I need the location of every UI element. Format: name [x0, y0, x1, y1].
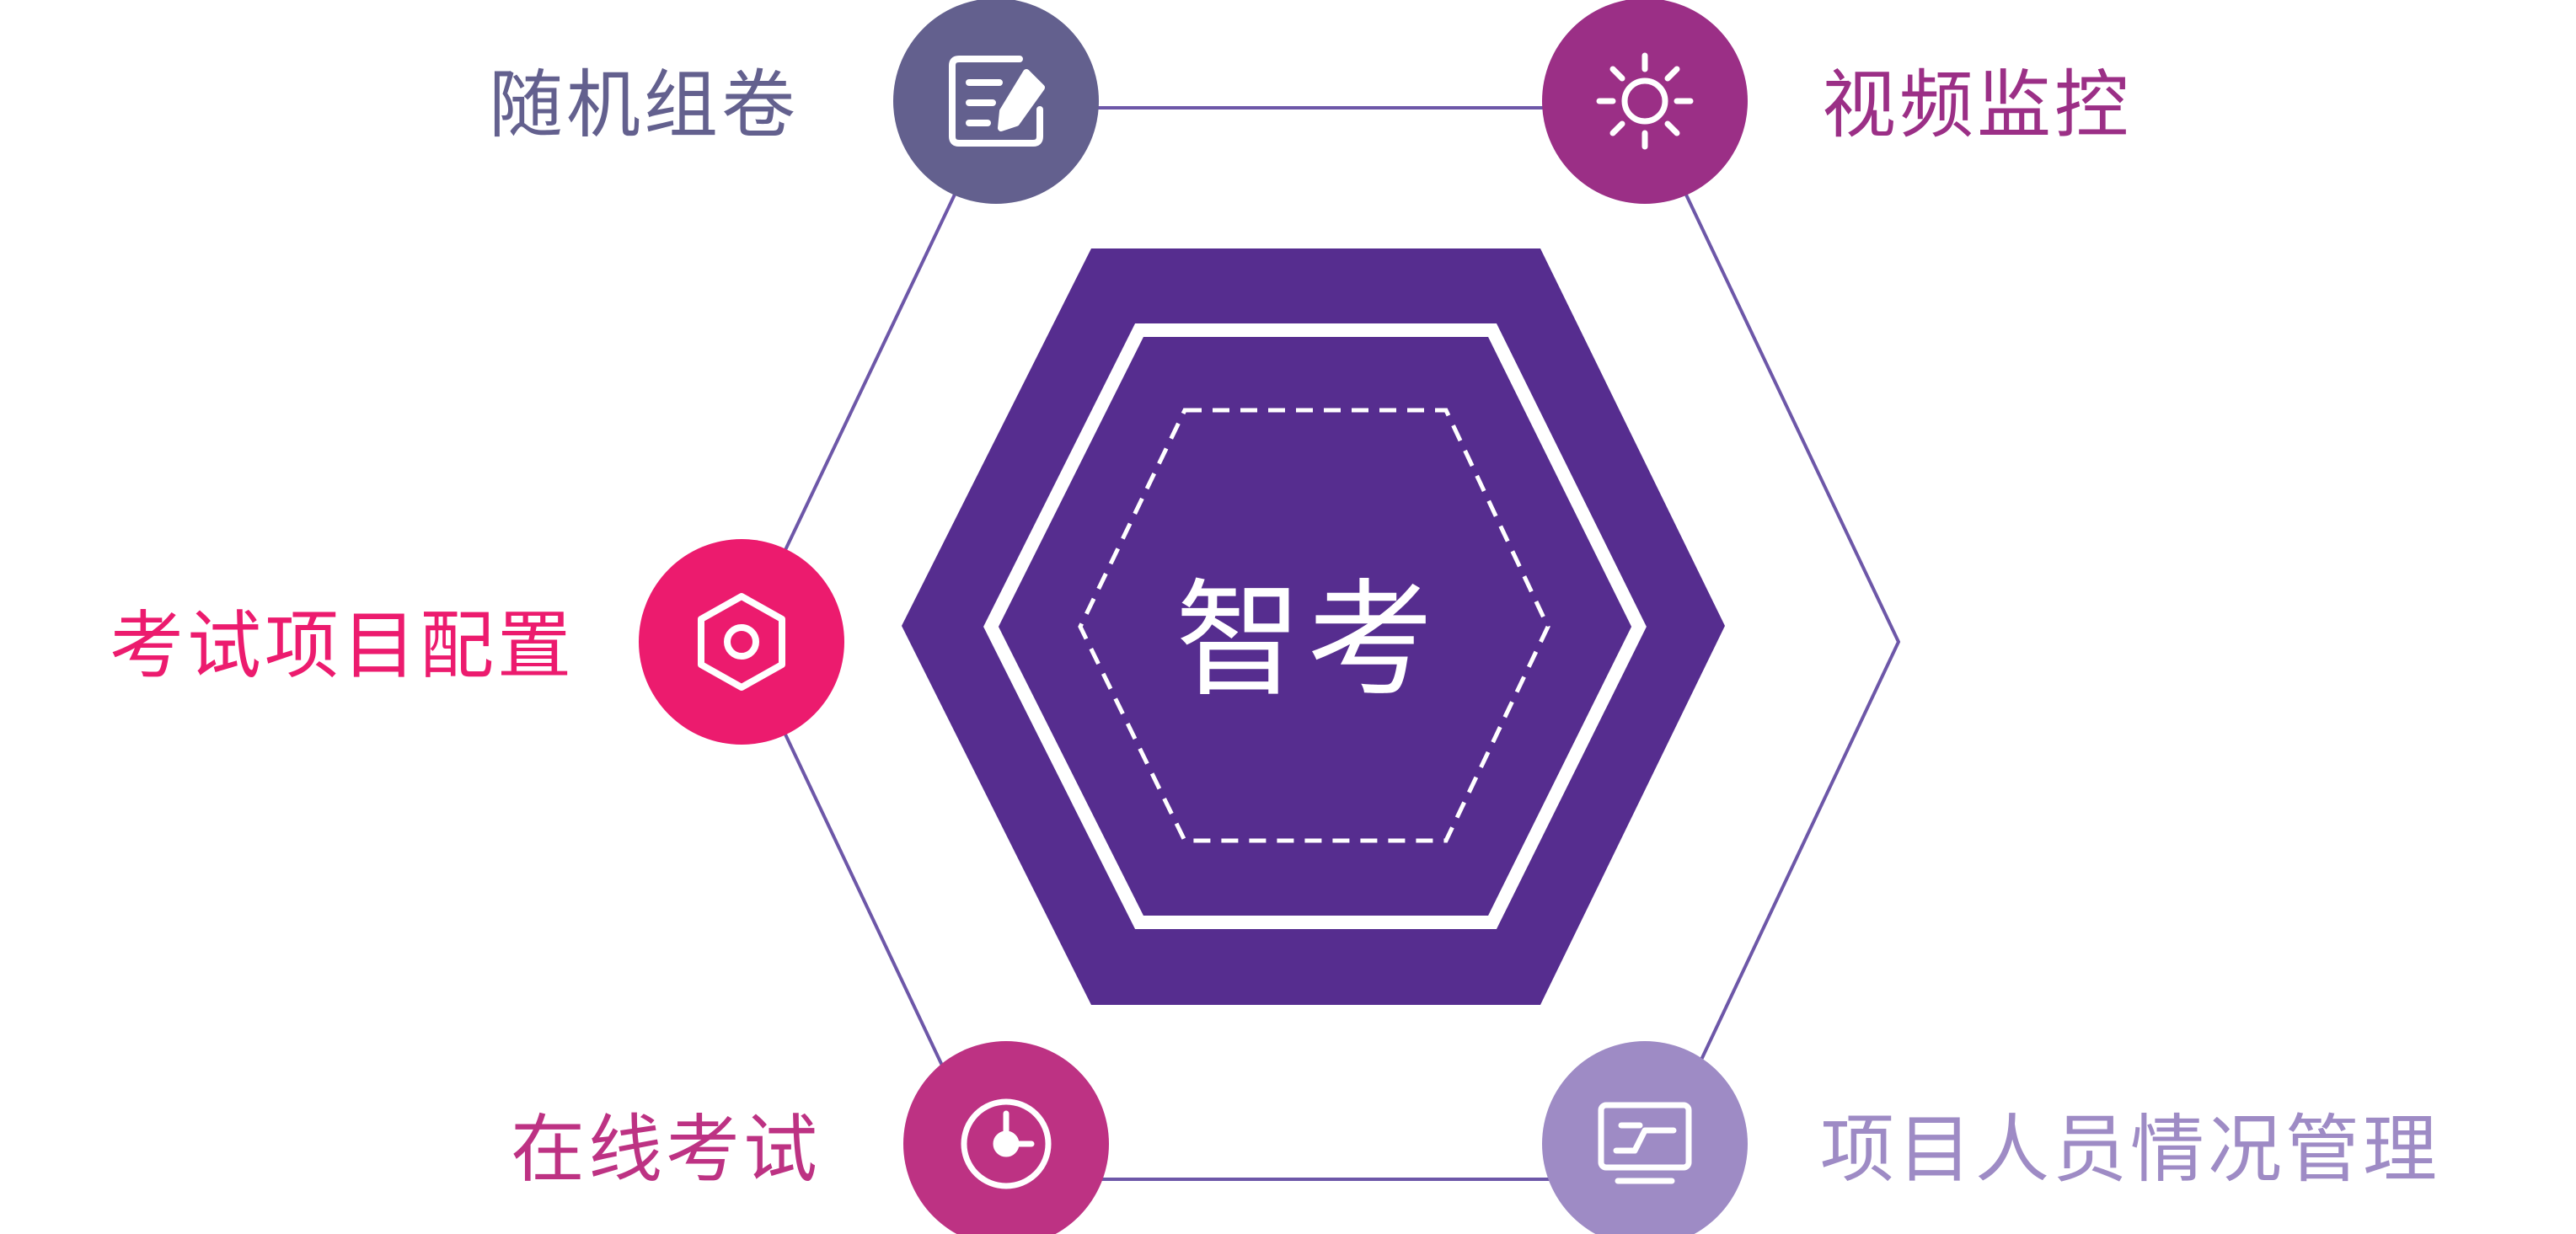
- feature-circle: [639, 539, 844, 745]
- feature-label: 在线考试: [511, 1106, 821, 1193]
- feature-circle: [893, 0, 1099, 204]
- monitor-chart-icon: [1598, 1102, 1692, 1184]
- feature-label: 考试项目配置: [110, 602, 575, 689]
- hex-settings-icon: [698, 593, 785, 691]
- feature-label: 项目人员情况管理: [1820, 1106, 2440, 1193]
- center-title: 智考: [1176, 568, 1438, 714]
- feature-label: 随机组卷: [489, 61, 799, 148]
- feature-staff-management[interactable]: 项目人员情况管理: [1542, 1041, 2440, 1234]
- feature-exam-config[interactable]: 考试项目配置: [110, 539, 844, 745]
- feature-online-exam[interactable]: 在线考试: [511, 1041, 1109, 1234]
- feature-circle: [1542, 1041, 1748, 1234]
- center-hexagon: [902, 248, 1725, 1005]
- center-hexagon-dashed-border: [1078, 408, 1550, 843]
- clock-icon: [961, 1098, 1052, 1189]
- feature-video-monitor[interactable]: 视频监控: [1542, 0, 2132, 204]
- feature-circle: [1542, 0, 1748, 204]
- center-hexagon-inner-border: [983, 323, 1647, 929]
- feature-label: 视频监控: [1822, 61, 2132, 148]
- feature-random-paper[interactable]: 随机组卷: [489, 0, 1099, 204]
- sun-camera-icon: [1596, 52, 1694, 150]
- edit-paper-icon: [949, 56, 1045, 147]
